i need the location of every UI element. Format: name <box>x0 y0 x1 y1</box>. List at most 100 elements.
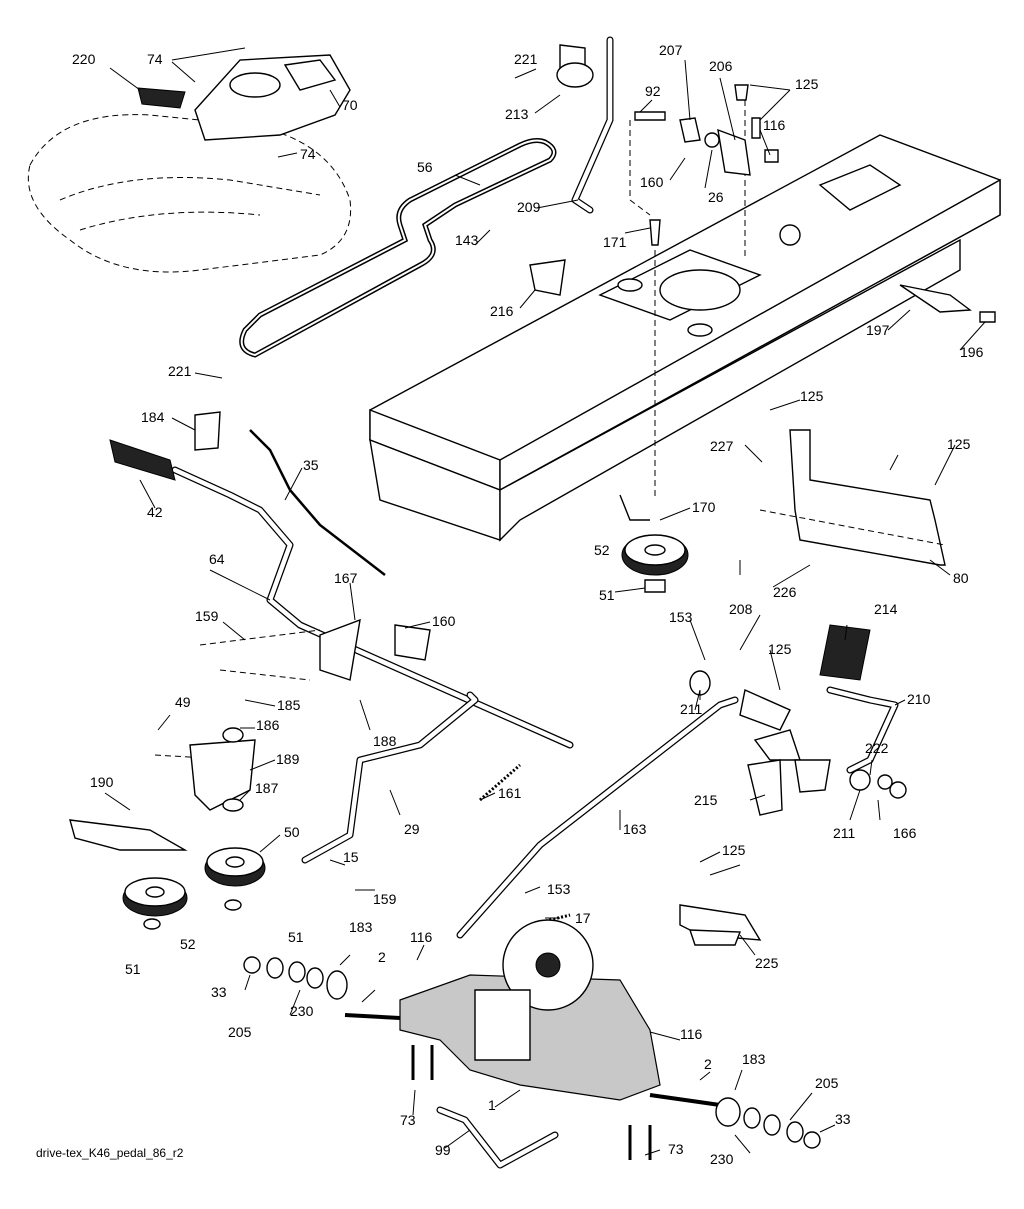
part-label: 183 <box>349 919 373 935</box>
bracket-225 <box>679 904 762 946</box>
part-label: 49 <box>175 694 191 710</box>
bypass-rod <box>436 1106 559 1169</box>
part-label: 190 <box>90 774 114 790</box>
part-label: 52 <box>594 542 610 558</box>
part-label: 33 <box>835 1111 851 1127</box>
part-label: 189 <box>276 751 300 767</box>
part-label: 159 <box>373 891 397 907</box>
part-label: 183 <box>742 1051 766 1067</box>
spring-161 <box>479 763 521 802</box>
leader-lines <box>104 47 986 1156</box>
part-label: 2 <box>378 949 386 965</box>
part-label: 207 <box>659 42 683 58</box>
shift-rod <box>571 36 614 214</box>
part-label: 116 <box>680 1026 703 1042</box>
part-label: 205 <box>815 1075 839 1091</box>
part-label: 125 <box>722 842 746 858</box>
part-label: 161 <box>498 785 522 801</box>
part-label: 42 <box>147 504 163 520</box>
part-label: 215 <box>694 792 718 808</box>
axle-washers <box>243 956 821 1149</box>
part-label: 35 <box>303 457 319 473</box>
part-label: 125 <box>947 436 971 452</box>
part-label: 188 <box>373 733 397 749</box>
part-label: 221 <box>514 51 538 67</box>
part-label: 170 <box>692 499 716 515</box>
drive-belt <box>239 138 557 358</box>
part-label: 171 <box>603 234 627 250</box>
part-label: 206 <box>709 58 733 74</box>
part-label: 209 <box>517 199 541 215</box>
hood-assembly <box>27 54 352 273</box>
part-label: 143 <box>455 232 479 248</box>
part-label: 116 <box>763 117 786 133</box>
part-label: 186 <box>256 717 280 733</box>
part-label: 92 <box>645 83 661 99</box>
part-label: 74 <box>300 146 316 162</box>
part-label: 17 <box>575 910 591 926</box>
part-label: 15 <box>343 849 359 865</box>
part-label: 29 <box>404 821 420 837</box>
part-label: 214 <box>874 601 898 617</box>
part-label: 74 <box>147 51 163 67</box>
part-label: 125 <box>768 641 792 657</box>
part-label: 153 <box>547 881 571 897</box>
part-label: 80 <box>953 570 969 586</box>
part-label: 213 <box>505 106 529 122</box>
part-label: 196 <box>960 344 984 360</box>
part-label: 184 <box>141 409 165 425</box>
part-label: 187 <box>255 780 279 796</box>
pedal-assembly <box>689 624 907 816</box>
part-label: 222 <box>865 740 889 756</box>
brake-shaft <box>109 411 574 749</box>
idler-pulley-right <box>619 494 689 593</box>
part-label: 64 <box>209 551 225 567</box>
rear-bracket <box>759 429 946 566</box>
part-label: 153 <box>669 609 693 625</box>
part-label: 205 <box>228 1024 252 1040</box>
part-label: 1 <box>488 1097 496 1113</box>
part-label: 160 <box>432 613 456 629</box>
top-hardware <box>529 44 996 323</box>
part-label: 51 <box>288 929 304 945</box>
part-label: 210 <box>907 691 931 707</box>
part-label: 211 <box>833 825 856 841</box>
control-rod-163 <box>456 696 739 939</box>
part-label: 167 <box>334 570 358 586</box>
transaxle <box>344 919 721 1107</box>
part-label: 225 <box>755 955 779 971</box>
main-frame <box>369 134 1001 542</box>
part-label: 227 <box>710 438 734 454</box>
part-label: 52 <box>180 936 196 952</box>
part-label: 125 <box>800 388 824 404</box>
left-idler-assembly <box>69 727 266 930</box>
part-label: 73 <box>400 1112 416 1128</box>
part-label: 221 <box>168 363 192 379</box>
part-label: 216 <box>490 303 514 319</box>
part-label: 50 <box>284 824 300 840</box>
part-label: 56 <box>417 159 433 175</box>
part-label: 230 <box>710 1151 734 1167</box>
part-label: 116 <box>410 929 433 945</box>
part-label: 51 <box>599 587 615 603</box>
part-label: 208 <box>729 601 753 617</box>
part-label: 211 <box>680 701 703 717</box>
part-label: 125 <box>795 76 819 92</box>
control-rod-29 <box>301 691 479 864</box>
part-label: 26 <box>708 189 724 205</box>
part-label: 226 <box>773 584 797 600</box>
part-label: 99 <box>435 1142 451 1158</box>
part-label: 2 <box>704 1056 712 1072</box>
part-label: 197 <box>866 322 890 338</box>
diagram-caption: drive-tex_K46_pedal_86_r2 <box>36 1146 184 1160</box>
part-label: 166 <box>893 825 917 841</box>
part-label: 160 <box>640 174 664 190</box>
part-label: 163 <box>623 821 647 837</box>
part-label: 159 <box>195 608 219 624</box>
part-label: 70 <box>342 97 358 113</box>
mounting-bolts <box>411 1045 652 1160</box>
part-label: 185 <box>277 697 301 713</box>
part-label: 220 <box>72 51 96 67</box>
part-label: 51 <box>125 961 141 977</box>
